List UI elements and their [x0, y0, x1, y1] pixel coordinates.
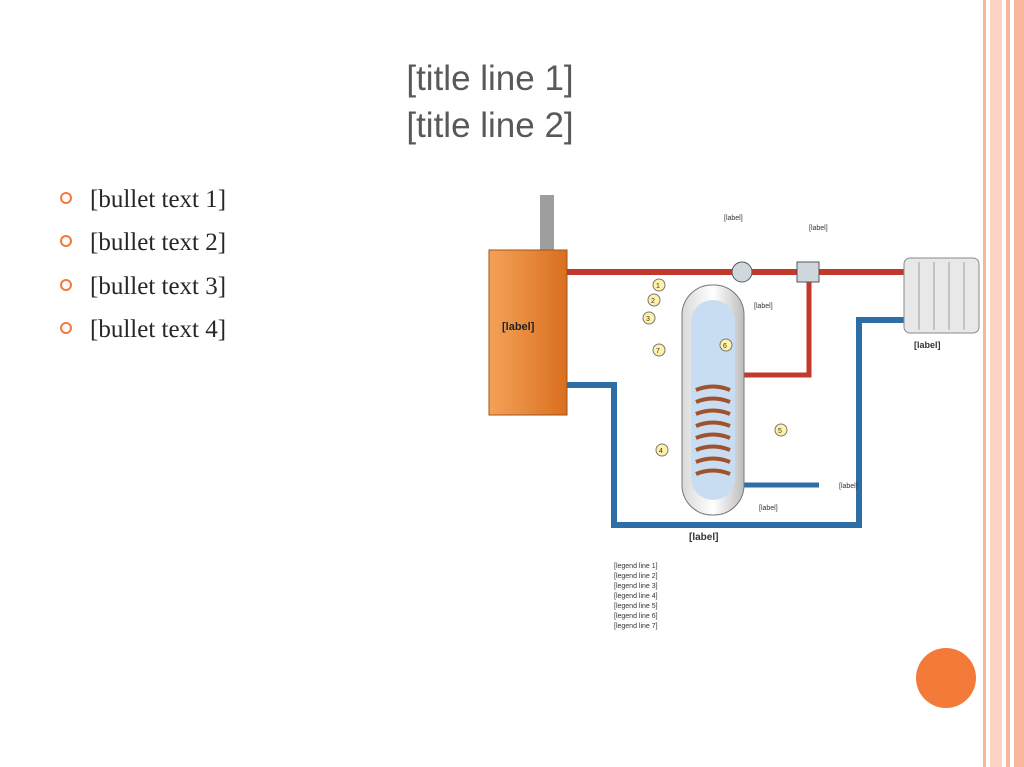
legend-item: [legend line 6]: [614, 613, 658, 620]
bullet-marker-icon: [60, 278, 72, 291]
boiler-label: [label]: [502, 321, 535, 333]
marker-circle: [655, 443, 669, 457]
decorative-stripes: [976, 0, 1024, 767]
bullet-marker-icon: [60, 321, 72, 334]
chimney: [540, 195, 554, 255]
tank-label: [label]: [689, 532, 718, 543]
marker-circle: [642, 311, 656, 325]
legend-item: [legend line 2]: [614, 573, 658, 580]
bullet-list: [bullet text 1] [bullet text 2] [bullet …: [60, 183, 452, 356]
bullet-item: [bullet text 4]: [60, 313, 452, 346]
valve-label: [label]: [809, 225, 828, 232]
hot-water-branch: [739, 272, 812, 378]
legend-item: [legend line 3]: [614, 583, 658, 590]
marker-circle: [719, 338, 733, 352]
bullet-text: [bullet text 2]: [90, 229, 227, 257]
heat-exchanger-coil: [695, 384, 731, 476]
bullet-marker-icon: [60, 235, 72, 248]
marker-number: 1: [656, 283, 660, 290]
marker-number: 3: [646, 316, 650, 323]
marker-number: 5: [778, 428, 782, 435]
marker-number: 4: [659, 448, 663, 455]
bullet-item: [bullet text 1]: [60, 183, 452, 216]
marker-circle: [647, 293, 661, 307]
decorative-stripe: [983, 0, 986, 767]
part-markers: 1 2 3 4 5 6 7: [642, 278, 788, 457]
marker-number: 6: [723, 343, 727, 350]
bullet-text: [bullet text 1]: [90, 186, 227, 213]
vent-label: [label]: [839, 483, 858, 490]
marker-circle: [774, 423, 788, 437]
circulation-pump-icon: [731, 261, 753, 283]
diagram-legend: [legend line 1] [legend line 2] [legend …: [614, 563, 658, 630]
legend-item: [legend line 4]: [614, 593, 658, 600]
decorative-circle: [916, 648, 976, 708]
bullet-marker-icon: [60, 192, 72, 204]
bullet-item: [bullet text 3]: [60, 270, 452, 303]
slide-title: [title line 1] [title line 2]: [40, 55, 940, 150]
bullet-text: [bullet text 4]: [90, 315, 227, 343]
legend-item: [legend line 5]: [614, 603, 658, 610]
legend-item: [legend line 1]: [614, 563, 658, 570]
return-pipe: [567, 317, 904, 528]
pump-label: [label]: [724, 215, 743, 222]
slide-title-line-1: [title line 1]: [406, 59, 574, 98]
hot-water-label: [label]: [754, 303, 773, 310]
legend-item: [legend line 7]: [614, 623, 658, 630]
cold-water-label: [label]: [759, 505, 778, 512]
marker-circle: [652, 278, 666, 292]
marker-circle: [652, 343, 666, 357]
radiator-label: [label]: [914, 340, 941, 350]
bullet-item: [bullet text 2]: [60, 226, 452, 259]
marker-number: 2: [651, 298, 655, 305]
decorative-stripe: [1006, 0, 1010, 767]
decorative-stripe: [990, 0, 1002, 767]
radiator: [903, 257, 980, 334]
decorative-stripe: [1014, 0, 1024, 767]
boiler-unit: [488, 249, 568, 416]
heating-system-diagram: [label] [label] [label] [label] [label] …: [488, 195, 980, 630]
marker-number: 7: [656, 348, 660, 355]
three-way-valve-icon: [796, 261, 820, 283]
slide-title-line-2: [title line 2]: [406, 106, 574, 146]
bullet-text: [bullet text 3]: [90, 272, 227, 300]
